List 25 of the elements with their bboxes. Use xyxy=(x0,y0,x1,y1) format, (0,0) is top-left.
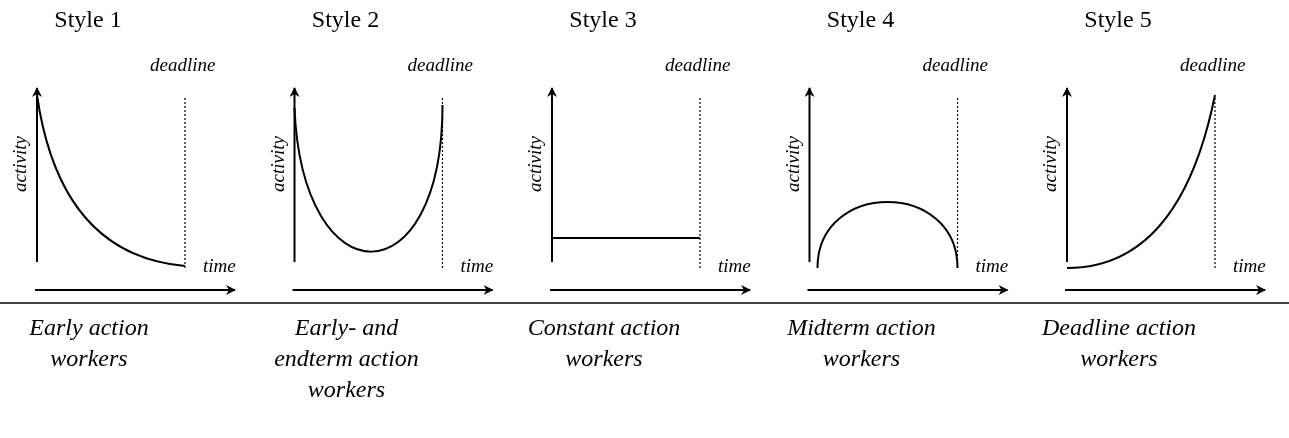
axis-label: time xyxy=(718,256,751,277)
axis-label: time xyxy=(975,256,1009,277)
panel-title: Style 5 xyxy=(1083,6,1153,33)
deadline-label: deadline xyxy=(922,55,988,76)
axis-label: activity xyxy=(1040,136,1061,192)
axis-label: activity xyxy=(10,136,31,192)
deadline-label: deadline xyxy=(1180,55,1246,76)
axis-label: activity xyxy=(267,136,289,192)
panel-title: Style 4 xyxy=(825,6,896,33)
axis-label: time xyxy=(203,256,236,277)
axis-label: activity xyxy=(782,136,804,192)
caption: Deadline action workers xyxy=(1041,313,1197,374)
panel-title: Style 1 xyxy=(53,6,123,33)
axis-label: time xyxy=(1233,256,1266,277)
caption: Early- and endterm action workers xyxy=(273,313,420,405)
panel-title: Style 2 xyxy=(310,6,381,33)
caption: Midterm action workers xyxy=(786,313,937,374)
deadline-label: deadline xyxy=(665,55,731,76)
axis-label: activity xyxy=(525,136,546,192)
caption: Constant action workers xyxy=(526,313,682,374)
deadline-label: deadline xyxy=(150,55,216,76)
caption: Early action workers xyxy=(28,313,150,374)
panel-title: Style 3 xyxy=(568,6,638,33)
deadline-label: deadline xyxy=(407,55,473,76)
axis-label: time xyxy=(460,256,494,277)
